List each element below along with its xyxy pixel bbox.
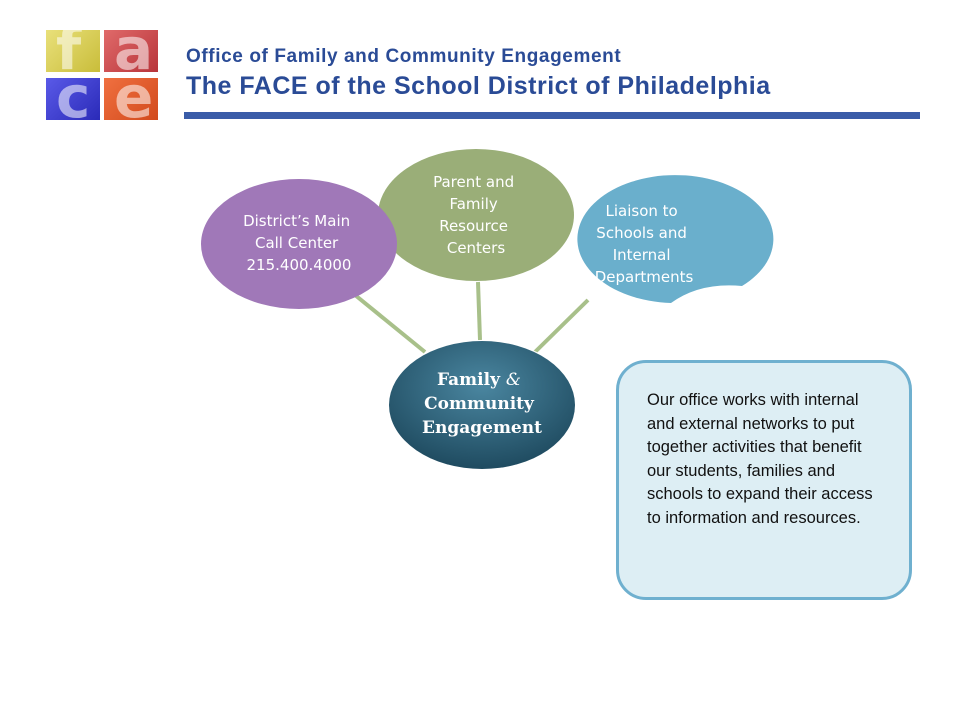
node-label-line: Family [449, 195, 497, 213]
header-rule [184, 112, 920, 119]
node-label-line: Schools and [596, 224, 687, 242]
node-label-line: Departments [595, 268, 694, 286]
node-label-line: Internal [613, 246, 671, 264]
connector-liaison [533, 298, 590, 354]
header-subtitle: Office of Family and Community Engagemen… [186, 46, 622, 67]
node-liaison: Liaison to Schools and Internal Departme… [577, 175, 774, 303]
node-center: Family & Community Engagement [386, 340, 578, 474]
logo-tile-f: f [46, 30, 100, 72]
node-label-line: District’s Main [243, 212, 350, 230]
center-label-line2: Community [424, 394, 535, 414]
center-label-amp: & [506, 370, 521, 390]
node-resource-centers-label: Parent and Family Resource Centers [433, 173, 519, 257]
connector-resource-centers [476, 281, 482, 341]
node-call-center: District’s Main Call Center 215.400.4000 [201, 179, 397, 309]
logo-tile-e: e [104, 78, 158, 120]
node-label-line: Call Center [255, 234, 339, 252]
connector-call-center [353, 293, 427, 354]
node-label-line: 215.400.4000 [247, 256, 352, 274]
logo-tile-c: c [46, 78, 100, 120]
logo-tile-a: a [104, 30, 158, 72]
node-label-line: Liaison to [606, 202, 678, 220]
description-callout: Our office works with internal and exter… [616, 360, 912, 600]
center-label-family: Family [437, 370, 501, 390]
node-resource-centers: Parent and Family Resource Centers [378, 149, 574, 281]
center-label-line3: Engagement [422, 418, 542, 438]
connectors [353, 281, 590, 354]
node-center-label: Family & Community Engagement [422, 370, 542, 438]
node-liaison-label: Liaison to Schools and Internal Departme… [595, 202, 694, 286]
callout-text: Our office works with internal and exter… [647, 391, 873, 527]
node-label-line: Centers [447, 239, 505, 257]
node-resource-centers-shape [378, 149, 574, 281]
node-call-center-shape [201, 179, 397, 309]
node-label-line: Resource [439, 217, 508, 235]
node-liaison-shape [577, 175, 774, 303]
header-title: The FACE of the School District of Phila… [186, 72, 771, 100]
face-logo: f a c e [46, 30, 162, 124]
node-label-line: Parent and [433, 173, 514, 191]
center-label-line1: Family & [437, 370, 521, 390]
node-call-center-label: District’s Main Call Center 215.400.4000 [243, 212, 355, 274]
node-center-shape [389, 341, 575, 469]
